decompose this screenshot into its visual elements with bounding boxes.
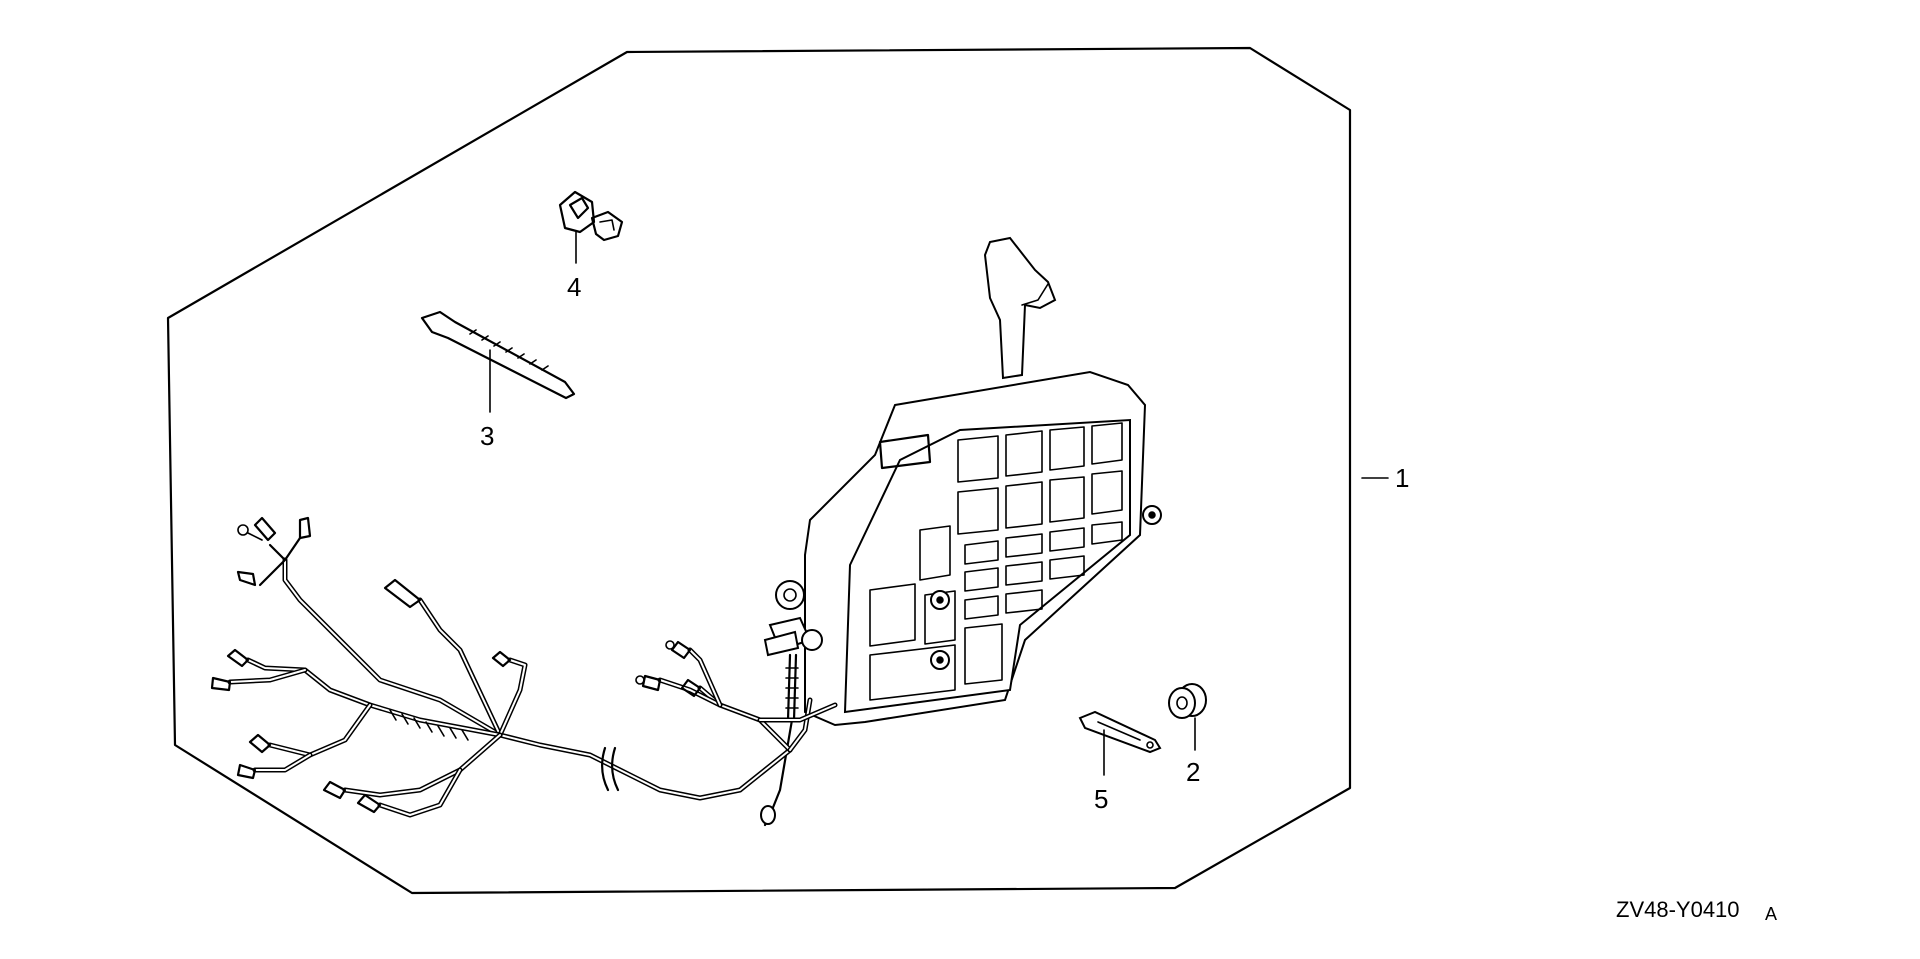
assembly-boundary bbox=[166, 46, 1352, 895]
callout-4: 4 bbox=[567, 272, 581, 302]
grommet-icon bbox=[1168, 683, 1207, 719]
clamp-icon bbox=[558, 190, 624, 242]
drawing-revision: A bbox=[1765, 904, 1777, 924]
cable-tie-icon bbox=[420, 310, 576, 400]
callout-5: 5 bbox=[1094, 784, 1108, 814]
tie-band-icon bbox=[1078, 710, 1162, 754]
remote-control-box-icon bbox=[760, 236, 1162, 827]
callout-1: 1 bbox=[1395, 463, 1409, 493]
drawing-code: ZV48-Y0410 bbox=[1616, 897, 1740, 922]
callout-3: 3 bbox=[480, 421, 494, 451]
callout-2: 2 bbox=[1186, 757, 1200, 787]
wire-harness-icon bbox=[210, 516, 838, 818]
housing-grid bbox=[869, 422, 1123, 701]
